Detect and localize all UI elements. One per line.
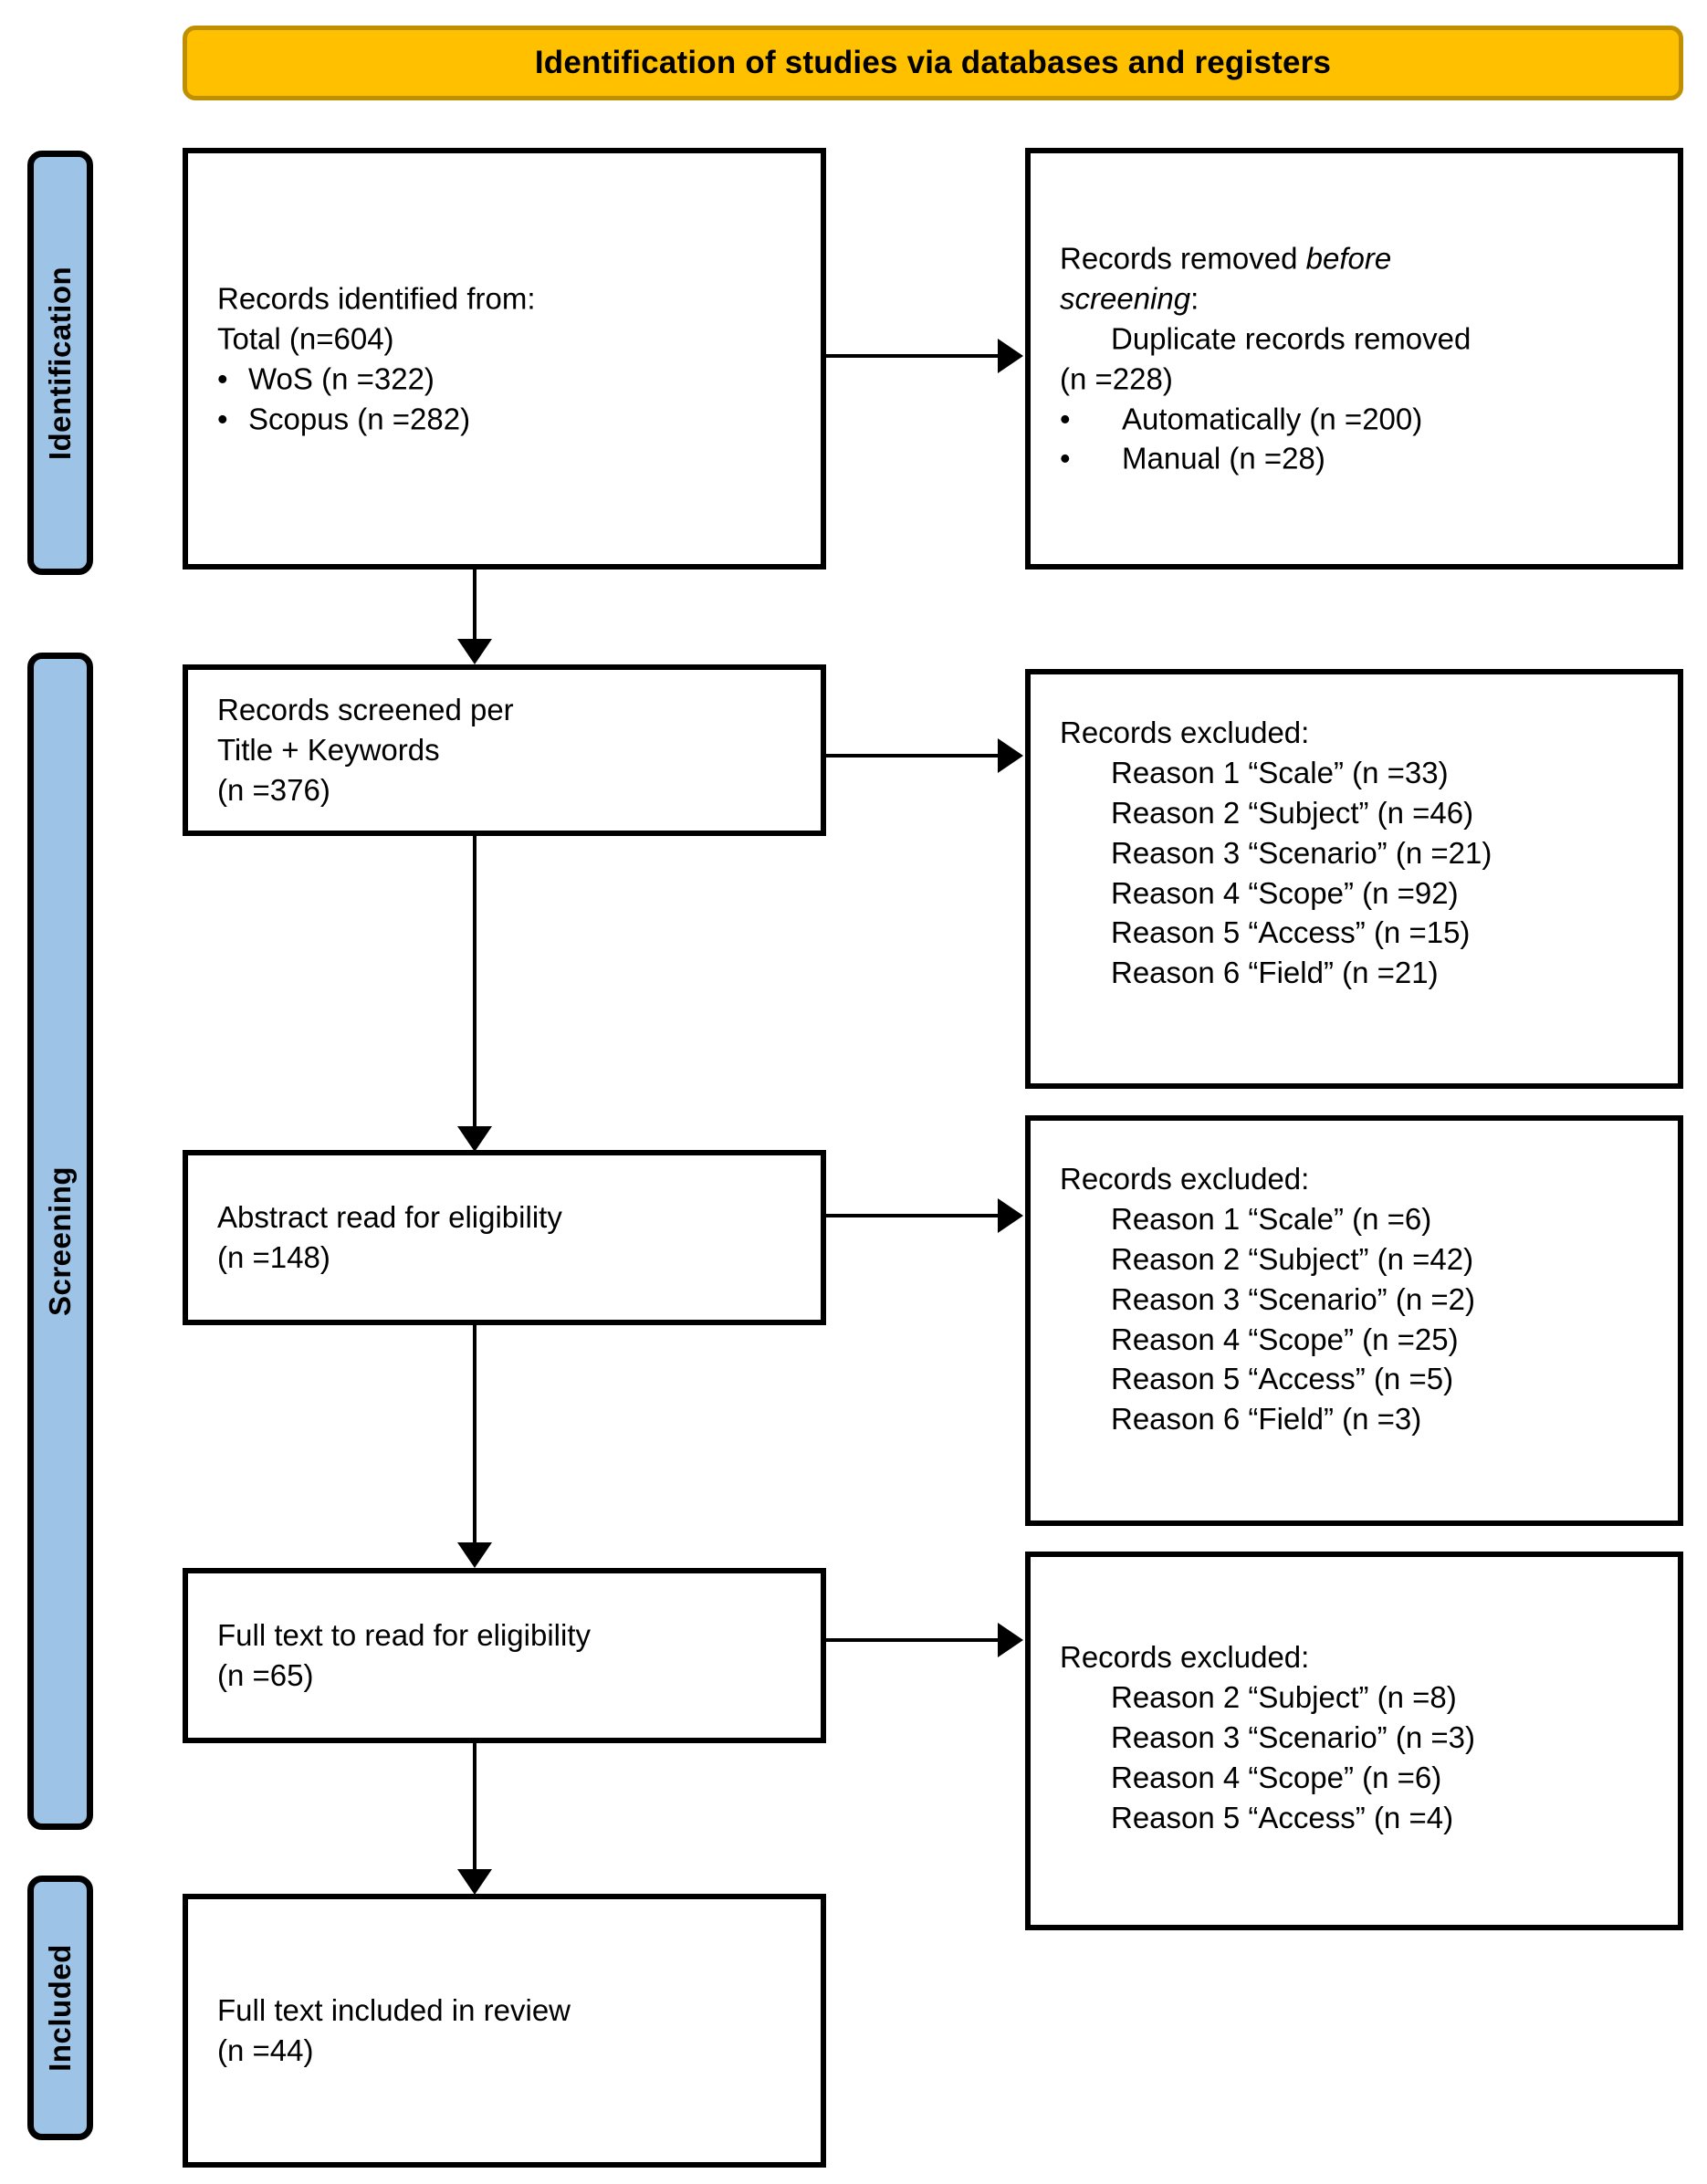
arrowhead-identified-to-screened [457, 639, 492, 664]
records-excluded-abstract-reason-3: Reason 3 “Scenario” (n =2) [1111, 1281, 1475, 1316]
fulltext-included-line-1: Full text included in review [217, 1993, 571, 2028]
box-records-identified: Records identified from: Total (n=604) W… [183, 148, 826, 570]
records-screened-line-1: Records screened per [217, 693, 514, 727]
records-excluded-abstract-reason-2: Reason 2 “Subject” (n =42) [1111, 1241, 1474, 1276]
arrowhead-fulltext-to-excluded [998, 1623, 1023, 1657]
records-identified-bullet-scopus: Scopus (n =282) [217, 399, 804, 439]
records-identified-bullet-wos: WoS (n =322) [217, 359, 804, 399]
records-excluded-abstract-reason-6: Reason 6 “Field” (n =3) [1111, 1402, 1422, 1437]
records-excluded-screening-reason-4: Reason 4 “Scope” (n =92) [1111, 875, 1459, 910]
stage-band-screening-label: Screening [43, 1165, 77, 1317]
connector-screened-to-abstract [473, 836, 476, 1128]
records-excluded-screening-reason-2: Reason 2 “Subject” (n =46) [1111, 795, 1474, 830]
records-removed-bullet-manual: Manual (n =28) [1060, 439, 1661, 479]
records-identified-line-2: Total (n=604) [217, 321, 394, 356]
records-excluded-fulltext-reason-2: Reason 2 “Subject” (n =8) [1111, 1679, 1457, 1714]
records-excluded-abstract-reason-4: Reason 4 “Scope” (n =25) [1111, 1322, 1459, 1356]
box-fulltext-included: Full text included in review (n =44) [183, 1894, 826, 2168]
box-records-excluded-fulltext: Records excluded: Reason 2 “Subject” (n … [1025, 1552, 1683, 1930]
stage-band-included: Included [27, 1876, 93, 2140]
arrowhead-abstract-to-fulltext [457, 1542, 492, 1568]
connector-identified-to-screened [473, 570, 476, 641]
records-removed-line-2-colon: : [1190, 281, 1199, 316]
records-removed-duplicates-count: (n =228) [1060, 361, 1173, 395]
arrowhead-screened-to-abstract [457, 1126, 492, 1152]
box-records-excluded-abstract: Records excluded: Reason 1 “Scale” (n =6… [1025, 1115, 1683, 1526]
diagram-header-banner: Identification of studies via databases … [183, 26, 1683, 100]
arrowhead-fulltext-to-included [457, 1869, 492, 1895]
stage-band-identification-label: Identification [43, 266, 77, 460]
fulltext-read-line-1: Full text to read for eligibility [217, 1618, 592, 1653]
records-excluded-screening-reason-3: Reason 3 “Scenario” (n =21) [1111, 835, 1492, 870]
box-abstract-read: Abstract read for eligibility (n =148) [183, 1150, 826, 1325]
records-removed-bullet-automatic: Automatically (n =200) [1060, 399, 1661, 439]
box-records-excluded-screening: Records excluded: Reason 1 “Scale” (n =3… [1025, 669, 1683, 1089]
records-removed-line-1-emph: before [1305, 241, 1392, 276]
records-identified-line-1: Records identified from: [217, 281, 536, 316]
fulltext-included-line-2: (n =44) [217, 2033, 314, 2067]
connector-fulltext-to-excluded [826, 1638, 1001, 1642]
box-records-screened: Records screened per Title + Keywords (n… [183, 664, 826, 836]
stage-band-screening: Screening [27, 653, 93, 1830]
abstract-read-line-2: (n =148) [217, 1240, 330, 1274]
connector-abstract-to-fulltext [473, 1325, 476, 1544]
records-excluded-abstract-title: Records excluded: [1060, 1162, 1310, 1196]
arrowhead-screened-to-excluded [998, 738, 1023, 773]
records-excluded-screening-reason-1: Reason 1 “Scale” (n =33) [1111, 755, 1449, 789]
fulltext-read-line-2: (n =65) [217, 1658, 314, 1692]
stage-band-included-label: Included [43, 1944, 77, 2072]
box-records-removed-before-screening: Records removed before screening: Duplic… [1025, 148, 1683, 570]
arrowhead-identified-to-removed [998, 339, 1023, 373]
records-screened-line-2: Title + Keywords [217, 733, 440, 768]
box-fulltext-read: Full text to read for eligibility (n =65… [183, 1568, 826, 1743]
connector-fulltext-to-included [473, 1743, 476, 1871]
connector-screened-to-excluded [826, 754, 1001, 758]
records-excluded-fulltext-title: Records excluded: [1060, 1640, 1310, 1674]
records-excluded-screening-reason-5: Reason 5 “Access” (n =15) [1111, 915, 1471, 950]
stage-band-identification: Identification [27, 151, 93, 575]
connector-identified-to-removed [826, 354, 1001, 358]
records-excluded-abstract-reason-1: Reason 1 “Scale” (n =6) [1111, 1201, 1432, 1236]
abstract-read-line-1: Abstract read for eligibility [217, 1200, 562, 1235]
records-excluded-fulltext-reason-4: Reason 4 “Scope” (n =6) [1111, 1760, 1442, 1794]
records-removed-duplicates-line: Duplicate records removed [1111, 321, 1471, 356]
diagram-title: Identification of studies via databases … [534, 45, 1332, 80]
arrowhead-abstract-to-excluded [998, 1198, 1023, 1233]
connector-abstract-to-excluded [826, 1214, 1001, 1217]
records-removed-line-2: screening: [1060, 278, 1661, 319]
records-excluded-abstract-reason-5: Reason 5 “Access” (n =5) [1111, 1362, 1454, 1396]
records-removed-line-2-emph: screening [1060, 281, 1191, 316]
records-excluded-fulltext-reason-5: Reason 5 “Access” (n =4) [1111, 1800, 1454, 1834]
records-excluded-screening-title: Records excluded: [1060, 716, 1310, 749]
records-removed-line-1-lead: Records removed [1060, 241, 1306, 276]
records-screened-line-3: (n =376) [217, 772, 330, 807]
records-removed-line-1: Records removed before [1060, 238, 1661, 278]
records-excluded-screening-reason-6: Reason 6 “Field” (n =21) [1111, 956, 1439, 990]
records-excluded-fulltext-reason-3: Reason 3 “Scenario” (n =3) [1111, 1719, 1475, 1754]
